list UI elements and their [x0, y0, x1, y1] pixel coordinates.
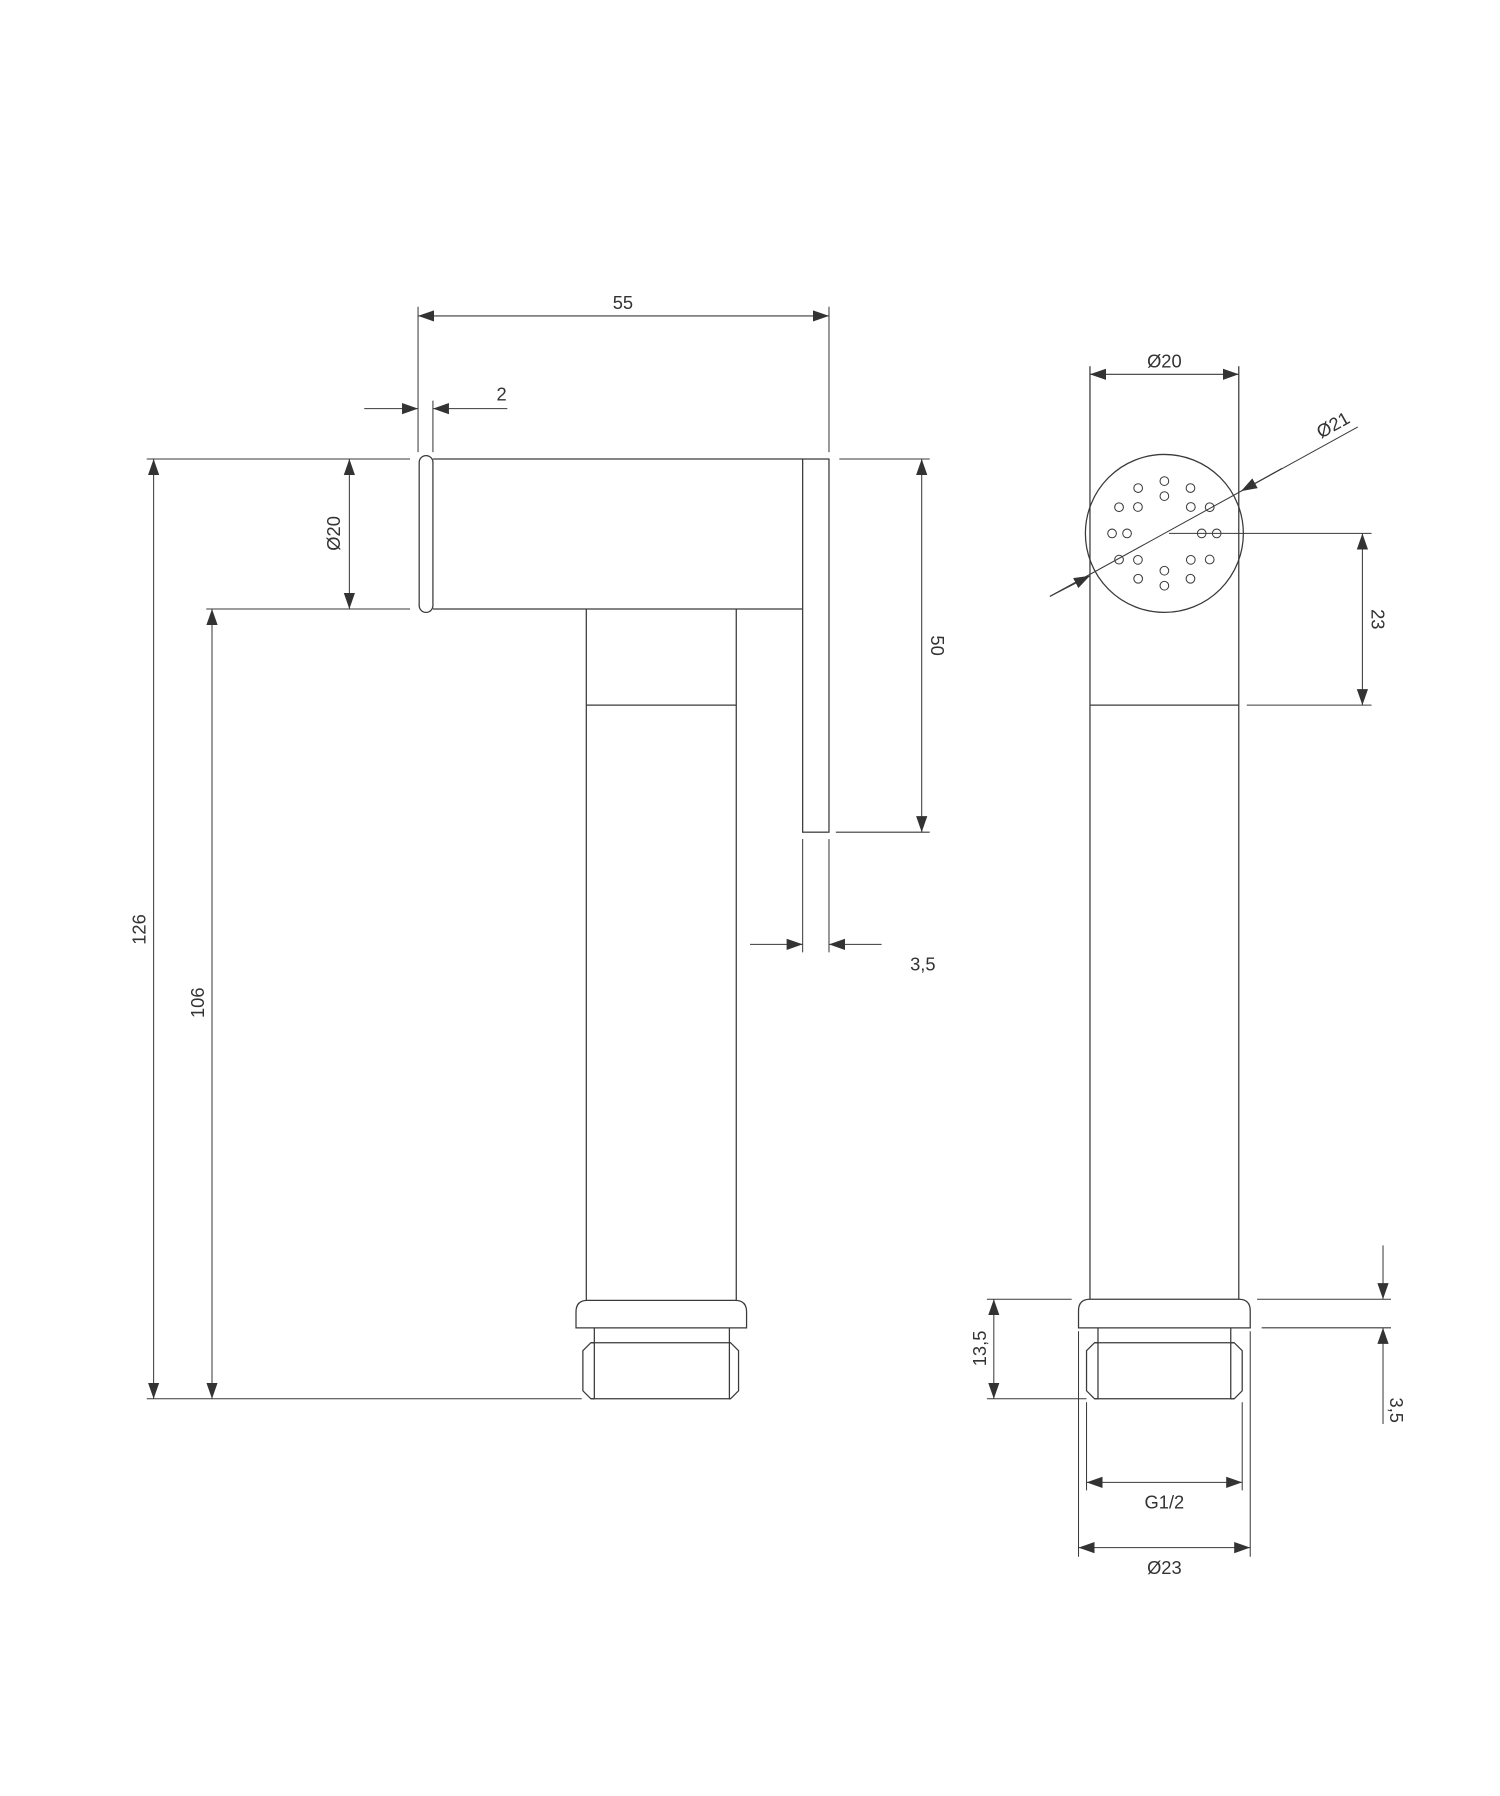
dim-label-total-height: 126 [129, 914, 150, 945]
side-view: 55 2 126 Ø20 106 50 3,5 [129, 292, 948, 1400]
base-flange [575, 1299, 748, 1343]
dim-label-spout-dia: Ø20 [323, 516, 344, 551]
spray-hole [1159, 491, 1170, 501]
dim-label-cap: 2 [497, 384, 507, 405]
spray-hole [1185, 483, 1196, 493]
spray-hole [1185, 573, 1196, 584]
spray-hole [1204, 554, 1215, 565]
body [585, 608, 737, 1301]
dim-label-flange-dia: Ø23 [1147, 1557, 1182, 1578]
base-flange [1077, 1298, 1251, 1343]
dim-label-body-height: 106 [187, 987, 208, 1018]
dim-label-length: 55 [613, 292, 633, 313]
lever [802, 458, 830, 833]
spray-hole [1133, 573, 1144, 584]
spray-hole [1159, 580, 1170, 591]
body [1089, 366, 1240, 1300]
spray-hole [1185, 502, 1196, 512]
spray-hole [1133, 483, 1144, 493]
spray-hole [1159, 476, 1170, 486]
dim-label-head-dia: Ø21 [1313, 407, 1353, 442]
spray-hole [1133, 554, 1143, 565]
thread [582, 1342, 740, 1400]
spray-hole [1114, 554, 1124, 565]
spout [418, 454, 803, 614]
spray-hole [1122, 528, 1132, 539]
spray-holes [1107, 476, 1222, 591]
dim-label-thread: G1/2 [1145, 1492, 1185, 1513]
dim-label-head-offset: 23 [1368, 609, 1389, 629]
dim-label-lever-height: 50 [927, 635, 948, 655]
dim-label-body-dia: Ø20 [1147, 350, 1182, 371]
spray-hole [1204, 502, 1215, 513]
spray-hole [1159, 565, 1170, 576]
dim-label-lever-thickness: 3,5 [910, 954, 935, 975]
dim-label-flange: 3,5 [1386, 1398, 1407, 1423]
spray-hole [1133, 502, 1143, 512]
spray-hole [1107, 528, 1117, 539]
spray-hole [1185, 554, 1196, 565]
spray-hole [1114, 502, 1124, 513]
spout-cap [418, 454, 434, 614]
dim-label-base-height: 13,5 [969, 1331, 990, 1367]
thread [1085, 1342, 1243, 1400]
front-view: Ø20 Ø21 23 13,5 3,5 G1/2 Ø23 [969, 350, 1407, 1577]
